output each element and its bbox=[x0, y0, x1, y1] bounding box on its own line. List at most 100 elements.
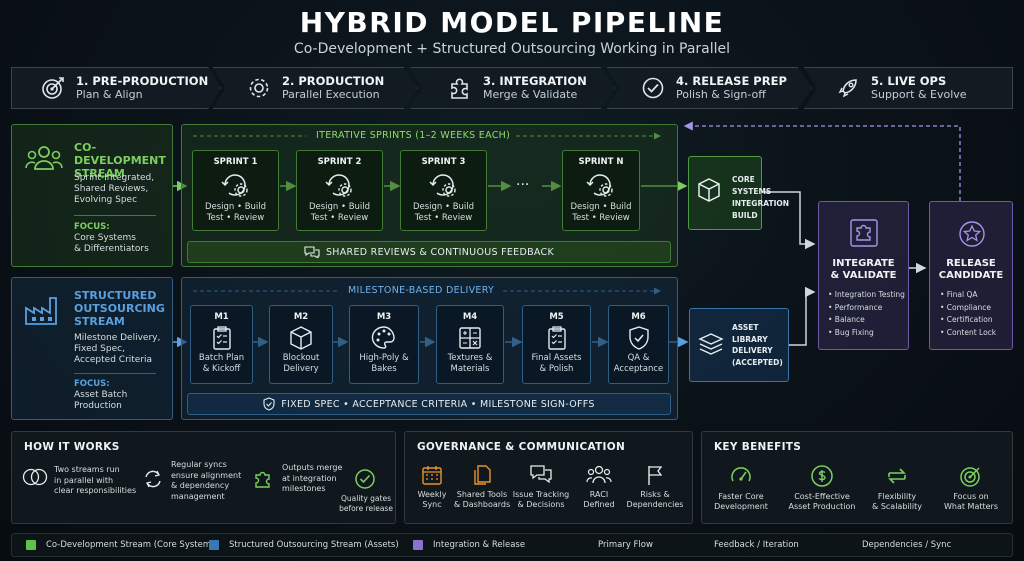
milestone-desc: & Kickoff bbox=[202, 364, 241, 374]
governance-text: Dependencies bbox=[626, 500, 684, 509]
release-item: • Certification bbox=[940, 315, 993, 324]
integrate-item: • Bug Fixing bbox=[828, 327, 874, 337]
codev-desc: Shared Reviews, bbox=[74, 184, 149, 194]
benefit-text: Asset Production bbox=[788, 502, 856, 511]
benefit-text: Faster Core bbox=[718, 492, 764, 501]
factory-icon bbox=[24, 294, 60, 330]
governance-text: & Dashboards bbox=[453, 500, 511, 509]
focus-text: Production bbox=[74, 401, 122, 411]
outsourcing-title-line: STREAM bbox=[74, 315, 125, 328]
output-line: CORE bbox=[732, 175, 755, 184]
core-systems-build-box[interactable]: CORE SYSTEMS INTEGRATION BUILD bbox=[688, 156, 789, 230]
how-text: management bbox=[171, 491, 225, 501]
cycle-gear-icon bbox=[428, 174, 456, 197]
governance-item: Risks & Dependencies bbox=[625, 464, 685, 510]
sprint-card[interactable]: SPRINT N Design • Build Test • Review bbox=[562, 150, 640, 231]
divider bbox=[74, 215, 156, 216]
output-line: LIBRARY bbox=[732, 334, 768, 344]
check-circle-icon bbox=[354, 468, 376, 494]
milestone-card[interactable]: M6 QA & Acceptance bbox=[608, 305, 669, 384]
benefit-text: Development bbox=[714, 502, 768, 511]
outsourcing-desc: Accepted Criteria bbox=[74, 355, 153, 365]
milestone-desc: Delivery bbox=[283, 364, 319, 374]
legend-integration: Integration & Release bbox=[413, 540, 525, 550]
clipboard-icon bbox=[212, 326, 231, 350]
sprint-desc: Test • Review bbox=[206, 213, 265, 223]
legend-text: Dependencies / Sync bbox=[862, 540, 952, 550]
phase-title: 5. LIVE OPS bbox=[871, 74, 947, 88]
integrate-item: • Integration Testing bbox=[828, 290, 905, 299]
cube-icon bbox=[697, 177, 721, 207]
codev-desc: Sprint-Integrated, bbox=[74, 173, 155, 183]
check-circle-icon bbox=[640, 75, 666, 101]
ellipsis: ··· bbox=[516, 177, 530, 193]
milestone-desc: Textures & bbox=[447, 353, 493, 363]
sprint-card[interactable]: SPRINT 1 Design • Build Test • Review bbox=[192, 150, 279, 231]
benefit-item: Focus on What Matters bbox=[934, 464, 1008, 512]
benefit-text: & Scalability bbox=[872, 502, 922, 511]
sprint-desc: Design • Build bbox=[570, 202, 632, 212]
outsourcing-desc: Milestone Delivery, bbox=[74, 333, 161, 343]
milestone-card[interactable]: M4 Textures & Materials bbox=[436, 305, 504, 384]
milestones-banner: MILESTONE-BASED DELIVERY bbox=[348, 285, 495, 296]
integrate-validate-box[interactable]: INTEGRATE & VALIDATE • Integration Testi… bbox=[818, 201, 909, 350]
puzzle-icon bbox=[849, 218, 879, 252]
asset-library-delivery-box[interactable]: ASSET LIBRARY DELIVERY (ACCEPTED) bbox=[689, 308, 789, 382]
phase-subtitle: Plan & Align bbox=[76, 88, 143, 101]
chat-icon bbox=[304, 246, 320, 258]
milestone-card[interactable]: M5 Final Assets & Polish bbox=[522, 305, 591, 384]
integrate-title: & VALIDATE bbox=[830, 270, 897, 281]
governance-text: Sync bbox=[422, 500, 442, 509]
palette-icon bbox=[371, 326, 395, 349]
milestone-desc: Acceptance bbox=[613, 364, 664, 374]
calendar-icon bbox=[422, 466, 442, 485]
documents-icon bbox=[474, 465, 491, 485]
green-swatch bbox=[26, 540, 36, 550]
release-title: RELEASE bbox=[946, 258, 996, 269]
milestone-name: M5 bbox=[549, 312, 564, 322]
shared-reviews-text: SHARED REVIEWS & CONTINUOUS FEEDBACK bbox=[325, 246, 555, 258]
team-icon bbox=[24, 143, 64, 179]
clipboard-check-icon bbox=[547, 326, 566, 350]
milestone-desc: Batch Plan bbox=[198, 353, 245, 363]
how-title: HOW IT WORKS bbox=[24, 441, 120, 453]
codev-stream-panel: CO-DEVELOPMENT STREAM Sprint-Integrated,… bbox=[11, 124, 173, 267]
milestone-card[interactable]: M2 Blockout Delivery bbox=[269, 305, 333, 384]
sprint-desc: Test • Review bbox=[414, 213, 473, 223]
legend-text: Structured Outsourcing Stream (Assets) bbox=[229, 540, 399, 550]
layers-icon bbox=[698, 331, 724, 361]
milestone-name: M2 bbox=[293, 312, 309, 322]
sprint-card[interactable]: SPRINT 2 Design • Build Test • Review bbox=[296, 150, 383, 231]
output-line: BUILD bbox=[732, 211, 758, 220]
sprint-desc: Test • Review bbox=[310, 213, 369, 223]
governance-text: Risks & bbox=[640, 490, 670, 499]
phase-subtitle: Merge & Validate bbox=[483, 88, 578, 101]
benefit-item: Cost-Effective Asset Production bbox=[780, 464, 864, 512]
legend-deps: Dependencies / Sync bbox=[862, 540, 951, 550]
codev-desc: Evolving Spec bbox=[74, 195, 138, 205]
benefit-text: Focus on bbox=[953, 492, 989, 501]
governance-item: RACI Defined bbox=[575, 464, 623, 510]
milestone-card[interactable]: M3 High-Poly & Bakes bbox=[349, 305, 419, 384]
how-text: Quality gates bbox=[340, 494, 391, 503]
release-candidate-box[interactable]: RELEASE CANDIDATE • Final QA • Complianc… bbox=[929, 201, 1013, 350]
milestone-name: M6 bbox=[631, 312, 646, 322]
sprint-card[interactable]: SPRINT 3 Design • Build Test • Review bbox=[400, 150, 487, 231]
legend-outsourcing: Structured Outsourcing Stream (Assets) bbox=[209, 540, 399, 550]
phase-title: 4. RELEASE PREP bbox=[676, 74, 787, 88]
integrate-title: INTEGRATE bbox=[832, 258, 895, 269]
how-it-works-panel: HOW IT WORKS Two streams run in parallel… bbox=[11, 431, 396, 524]
sprint-name: SPRINT N bbox=[578, 157, 624, 167]
milestone-card[interactable]: M1 Batch Plan & Kickoff bbox=[190, 305, 253, 384]
target-icon bbox=[40, 75, 66, 101]
benefit-text: Cost-Effective bbox=[794, 492, 850, 501]
people-icon bbox=[586, 465, 612, 484]
dollar-coin-icon bbox=[811, 465, 833, 487]
shield-check-icon bbox=[628, 326, 649, 350]
gear-icon bbox=[246, 75, 272, 101]
